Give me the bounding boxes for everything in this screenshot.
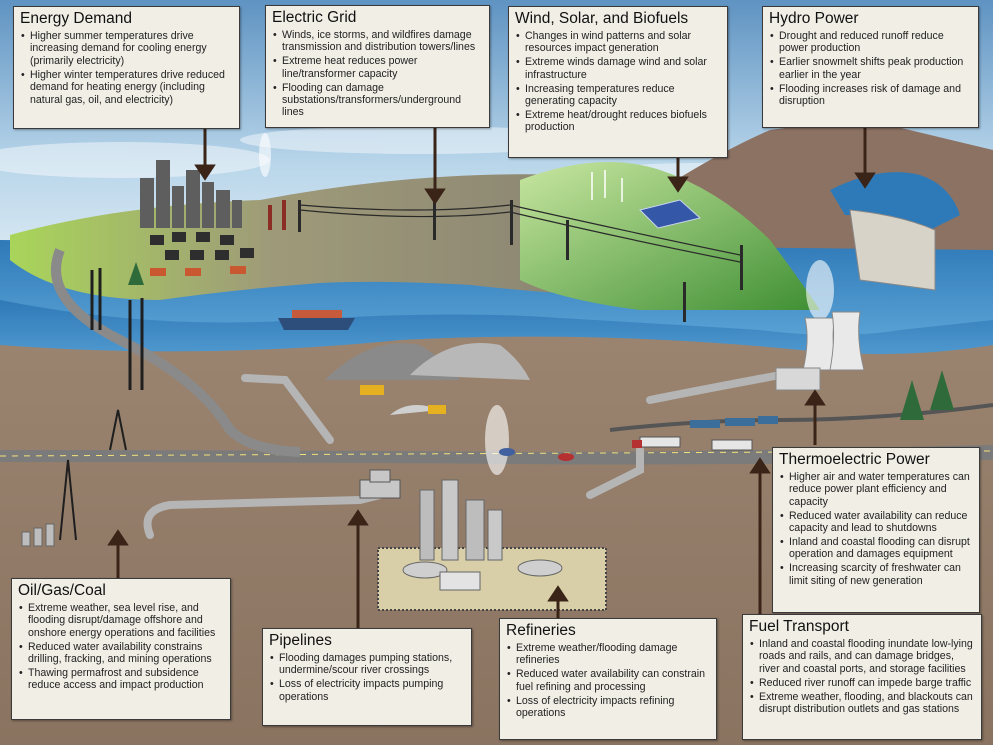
- fuel-transport-item: Inland and coastal flooding inundate low…: [750, 638, 975, 675]
- oil-gas-coal-item: Reduced water availability constrains dr…: [19, 641, 224, 666]
- oil-gas-coal-title: Oil/Gas/Coal: [18, 582, 106, 599]
- pipelines: [143, 371, 784, 539]
- fuel-transport-box: Fuel Transport Inland and coastal floodi…: [742, 614, 982, 740]
- pipelines-title: Pipelines: [269, 632, 332, 649]
- fuel-transport-item: Extreme weather, flooding, and blackouts…: [750, 691, 975, 716]
- oil-derricks: [59, 409, 127, 541]
- city-skyline: [140, 160, 242, 228]
- refineries-item: Reduced water availability can constrain…: [507, 668, 710, 693]
- trucks: [499, 436, 753, 461]
- fuel-transport-item: Reduced river runoff can impede barge tr…: [750, 677, 975, 690]
- refineries-title: Refineries: [506, 622, 576, 639]
- pipelines-item: Flooding damages pumping stations, under…: [270, 652, 465, 677]
- curved-road: [51, 248, 301, 457]
- thermoelectric-power-title: Thermoelectric Power: [779, 451, 930, 468]
- arrows: [107, 128, 876, 628]
- hydro-power-title: Hydro Power: [769, 10, 859, 27]
- bulldozer: [428, 405, 446, 414]
- thermoelectric-power-item: Reduced water availability can reduce ca…: [780, 510, 973, 535]
- energy-demand-title: Energy Demand: [20, 10, 133, 27]
- refineries-item: Extreme weather/flooding damage refineri…: [507, 642, 710, 667]
- wind-solar-biofuels-item: Changes in wind patterns and solar resou…: [516, 30, 721, 55]
- hydro-power-box: Hydro Power Drought and reduced runoff r…: [762, 6, 979, 128]
- wind-solar-biofuels-title: Wind, Solar, and Biofuels: [515, 10, 689, 27]
- thermoelectric-plant: [775, 311, 865, 391]
- coal-truck: [360, 385, 384, 395]
- factory: [268, 200, 286, 230]
- power-lines: [299, 204, 741, 263]
- electric-grid-title: Electric Grid: [272, 9, 357, 26]
- thermoelectric-power-item: Inland and coastal flooding can disrupt …: [780, 536, 973, 561]
- power-poles: [298, 200, 743, 322]
- oil-gas-coal-item: Thawing permafrost and subsidence reduce…: [19, 667, 224, 692]
- energy-demand-box: Energy Demand Higher summer temperatures…: [13, 6, 240, 129]
- fuel-transport-title: Fuel Transport: [749, 618, 849, 635]
- wind-solar-biofuels-item: Increasing temperatures reduce generatin…: [516, 83, 721, 108]
- houses: [150, 232, 254, 260]
- refineries-box: Refineries Extreme weather/flooding dama…: [499, 618, 717, 740]
- refineries-item: Loss of electricity impacts refining ope…: [507, 695, 710, 720]
- oil-gas-coal-item: Extreme weather, sea level rise, and flo…: [19, 602, 224, 639]
- red-houses: [150, 266, 246, 276]
- oil-tanks: [21, 523, 55, 547]
- hydro-power-item: Earlier snowmelt shifts peak production …: [770, 56, 972, 81]
- suspension-bridge: [90, 268, 144, 390]
- steam: [259, 133, 834, 475]
- green-hill: [520, 162, 820, 310]
- pipelines-box: Pipelines Flooding damages pumping stati…: [262, 628, 472, 726]
- wind-solar-biofuels-item: Extreme heat/drought reduces biofuels pr…: [516, 109, 721, 134]
- electric-grid-item: Winds, ice storms, and wildfires damage …: [273, 29, 483, 54]
- energy-demand-item: Higher winter temperatures drive reduced…: [21, 69, 233, 106]
- refinery: [377, 479, 607, 611]
- pipeline-station: [359, 469, 401, 499]
- thermoelectric-power-item: Higher air and water temperatures can re…: [780, 471, 973, 508]
- electric-grid-item: Extreme heat reduces power line/transfor…: [273, 55, 483, 80]
- wind-turbines: [591, 170, 623, 202]
- train: [690, 416, 778, 428]
- energy-demand-item: Higher summer temperatures drive increas…: [21, 30, 233, 67]
- hydro-power-item: Flooding increases risk of damage and di…: [770, 83, 972, 108]
- coal-piles: [325, 343, 530, 415]
- wind-solar-biofuels-box: Wind, Solar, and Biofuels Changes in win…: [508, 6, 728, 158]
- electric-grid-item: Flooding can damage substations/transfor…: [273, 82, 483, 119]
- pipelines-item: Loss of electricity impacts pumping oper…: [270, 678, 465, 703]
- trees: [128, 262, 954, 420]
- oil-gas-coal-box: Oil/Gas/Coal Extreme weather, sea level …: [11, 578, 231, 720]
- wind-solar-biofuels-item: Extreme winds damage wind and solar infr…: [516, 56, 721, 81]
- railway: [609, 403, 993, 432]
- hydro-power-item: Drought and reduced runoff reduce power …: [770, 30, 972, 55]
- dam: [849, 209, 936, 291]
- thermoelectric-power-item: Increasing scarcity of freshwater can li…: [780, 562, 973, 587]
- cargo-ship: [278, 310, 355, 330]
- thermoelectric-power-box: Thermoelectric Power Higher air and wate…: [772, 447, 980, 613]
- electric-grid-box: Electric Grid Winds, ice storms, and wil…: [265, 5, 490, 128]
- solar-panel: [639, 199, 702, 229]
